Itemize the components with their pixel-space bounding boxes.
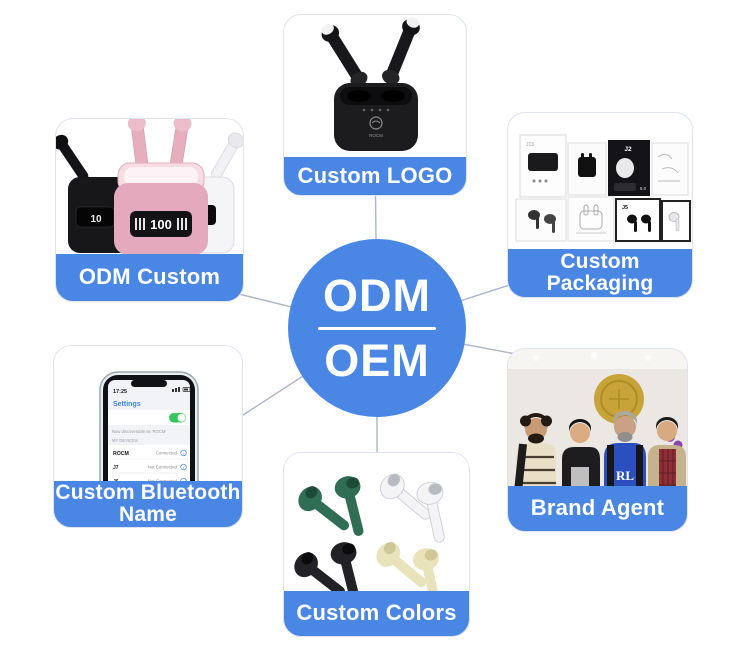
package-box-j2: J2 5.0 xyxy=(608,140,650,196)
svg-text:i: i xyxy=(183,465,184,470)
case-logo-icon xyxy=(369,116,383,130)
odm-custom-label: ODM Custom xyxy=(78,264,221,290)
earbud-right-icon xyxy=(382,17,420,85)
center-label-odm: ODM xyxy=(323,270,431,322)
svg-text:J13: J13 xyxy=(526,142,534,148)
card-custom-logo: ROCM Custom LOGO xyxy=(283,14,467,196)
svg-text:i: i xyxy=(183,451,184,456)
packaging-boxes-illustration: J13 J2 5.0 xyxy=(515,134,691,242)
center-divider xyxy=(318,326,436,330)
device-name: ROCM xyxy=(113,451,129,457)
three-color-cases-illustration: 10 100 xyxy=(56,119,243,255)
charging-case-icon: ROCM xyxy=(334,83,418,151)
device-status: Connected xyxy=(156,451,178,456)
info-icon xyxy=(180,463,187,471)
center-odm-oem-circle: ODM OEM xyxy=(288,239,466,417)
custom-colors-banner: Custom Colors xyxy=(284,591,469,636)
bluetooth-toggle-icon xyxy=(169,413,186,423)
pink-case-display: 100 xyxy=(150,217,172,232)
custom-colors-label: Custom Colors xyxy=(296,600,457,626)
info-icon xyxy=(180,449,187,457)
custom-bluetooth-label-line1: Custom Bluetooth xyxy=(55,480,241,504)
custom-logo-label: Custom LOGO xyxy=(297,162,453,188)
svg-text:5.0: 5.0 xyxy=(640,186,647,191)
gold-logo-icon xyxy=(594,374,644,424)
phone-status-time: 17:25 xyxy=(113,389,127,395)
device-status: Not Connected xyxy=(148,465,178,470)
package-box-j13: J13 xyxy=(519,134,567,198)
black-earbuds-icon xyxy=(294,542,360,593)
custom-bluetooth-banner: Custom Bluetooth Name xyxy=(54,481,242,527)
custom-packaging-banner: Custom Packaging xyxy=(508,249,692,297)
package-box-6 xyxy=(567,196,615,242)
colored-earbuds-illustration xyxy=(294,473,445,593)
white-earbuds-icon xyxy=(380,473,445,543)
hoodie-text: RL xyxy=(616,468,634,483)
pink-case-icon: 100 xyxy=(114,119,208,255)
phone-settings-link: Settings xyxy=(113,401,141,408)
center-label-oem: OEM xyxy=(324,334,430,386)
odm-custom-banner: ODM Custom xyxy=(56,254,243,301)
card-brand-agent: RL Brand Agent xyxy=(507,348,688,532)
brand-agent-label: Brand Agent xyxy=(530,495,665,521)
package-box-5 xyxy=(515,198,567,242)
card-custom-packaging: J13 J2 5.0 xyxy=(507,112,693,298)
package-box-4 xyxy=(651,142,689,196)
custom-logo-banner: Custom LOGO xyxy=(284,157,466,195)
black-earbuds-case-illustration: ROCM xyxy=(321,17,420,151)
beige-earbuds-icon xyxy=(376,541,441,593)
package-box-j5: J5 xyxy=(615,198,661,242)
card-custom-bluetooth-name: 17:25 Settings Now discoverable as 'ROCM… xyxy=(53,345,243,528)
card-odm-custom: 10 100 xyxy=(55,118,244,302)
ceiling-lights xyxy=(533,352,651,361)
card-custom-colors: Custom Colors xyxy=(283,452,470,637)
brand-agent-banner: Brand Agent xyxy=(508,486,687,531)
earbud-left-icon xyxy=(321,23,368,87)
phone-discoverable-text: Now discoverable as 'ROCM' xyxy=(112,429,166,434)
black-case-display: 10 xyxy=(90,214,102,225)
phone-notch xyxy=(131,380,167,387)
svg-text:J2: J2 xyxy=(624,146,632,153)
custom-packaging-label-line2: Packaging xyxy=(546,272,654,295)
device-name: J7 xyxy=(113,465,119,471)
custom-packaging-label-line1: Custom xyxy=(560,249,640,273)
svg-text:J5: J5 xyxy=(622,205,628,211)
phone-status-icons xyxy=(172,387,191,392)
custom-bluetooth-label-line2: Name xyxy=(119,503,177,526)
phone-section-header: MY DEVICES xyxy=(112,438,138,443)
package-box-2 xyxy=(567,142,607,196)
green-earbuds-icon xyxy=(298,476,364,536)
package-box-8 xyxy=(661,200,691,242)
case-brand-text: ROCM xyxy=(369,133,383,138)
